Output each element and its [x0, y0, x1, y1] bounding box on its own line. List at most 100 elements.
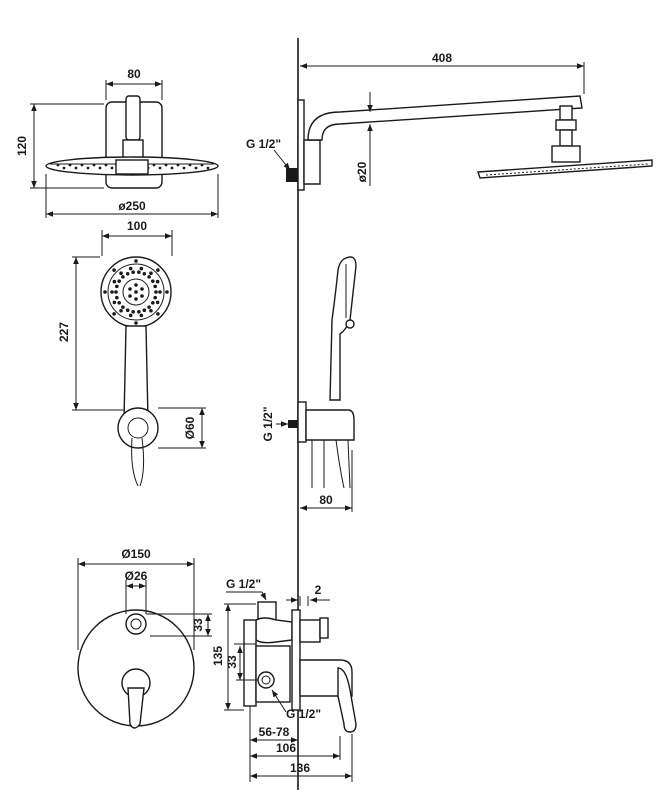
nozzle-dot	[188, 163, 192, 167]
label-holder-thread: G 1/2"	[261, 406, 275, 441]
nozzle-dot	[182, 166, 186, 170]
nozzle-dot	[147, 305, 151, 309]
nozzle-dot	[134, 290, 138, 294]
nozzle-dot	[128, 313, 133, 318]
nozzle-dot	[147, 275, 151, 279]
nozzle-dot	[194, 166, 198, 170]
nozzle-dot	[151, 301, 155, 305]
mixer-handle-lever	[127, 687, 145, 729]
nozzle-dot	[104, 163, 108, 167]
nozzle-dot	[128, 266, 133, 271]
dim-arm-diameter: ø20	[355, 161, 369, 182]
nozzle-dot	[68, 163, 72, 167]
nozzle-dot	[140, 287, 144, 291]
valve-outlet	[257, 671, 275, 689]
hand-shower-handle	[123, 325, 149, 421]
nozzle-dot	[125, 272, 130, 276]
nozzle-dot	[131, 309, 135, 314]
shower-head-side	[477, 159, 653, 179]
diverter-knob	[125, 613, 147, 635]
nozzle-dot	[140, 294, 144, 298]
nozzle-dot	[103, 290, 107, 294]
nozzle-dot	[142, 272, 147, 276]
nozzle-dot	[121, 305, 125, 309]
nozzle-dot	[117, 301, 121, 305]
nozzle-dot	[153, 295, 157, 300]
dim-arm-length: 408	[432, 51, 452, 65]
nozzle-dot	[149, 271, 153, 276]
nozzle-dot	[131, 270, 135, 275]
nozzle-dot	[112, 279, 117, 284]
nozzle-dot	[112, 268, 116, 272]
nozzle-dot	[158, 290, 162, 294]
nozzle-dot	[119, 271, 123, 276]
dim-hand-length: 227	[57, 322, 71, 342]
nozzle-dot	[206, 166, 210, 170]
nozzle-dot	[110, 166, 114, 170]
nozzle-dot	[80, 163, 84, 167]
dim-head-plate-width: 80	[127, 67, 141, 81]
hand-shower-side-view	[288, 256, 357, 489]
nozzle-dot	[165, 290, 169, 294]
nozzle-dot	[151, 279, 155, 283]
label-valve-thread-bottom: G 1/2"	[286, 707, 321, 721]
nozzle-dot	[115, 284, 119, 289]
nozzle-dot	[128, 287, 132, 291]
dim-hand-width: 100	[127, 219, 147, 233]
label-valve-thread-top: G 1/2"	[226, 577, 261, 591]
hand-shower-front-view	[100, 256, 172, 487]
dim-plaster-gap: 2	[315, 583, 322, 597]
nozzle-dot	[158, 166, 162, 170]
label-wall-thread-top: G 1/2"	[246, 137, 281, 151]
mixer-lever-side	[337, 667, 357, 733]
dim-valve-height: 135	[211, 646, 225, 666]
dim-plate-diameter: Ø150	[121, 547, 151, 561]
nozzle-dot	[134, 321, 138, 325]
dim-head-diameter: ø250	[118, 199, 146, 213]
nozzle-dot	[117, 279, 121, 283]
dim-total-depth: 136	[290, 761, 310, 775]
nozzle-dot	[142, 308, 147, 312]
nozzle-dot	[134, 283, 138, 287]
nozzle-dot	[112, 312, 116, 316]
dim-holder-diameter: Ø60	[183, 416, 197, 439]
dim-valve-offset: 33	[225, 655, 239, 669]
nozzle-dot	[74, 166, 78, 170]
nozzle-dot	[137, 309, 141, 314]
nozzle-dot	[153, 284, 157, 289]
dim-knob-diameter: Ø26	[125, 569, 148, 583]
nozzle-dot	[155, 279, 160, 284]
nozzle-dot	[62, 166, 66, 170]
nozzle-dot	[170, 166, 174, 170]
nozzle-dot	[128, 294, 132, 298]
nozzle-dot	[110, 290, 114, 294]
nozzle-dot	[164, 163, 168, 167]
nozzle-dot	[86, 166, 90, 170]
nozzle-dot	[139, 266, 144, 271]
nozzle-dot	[134, 297, 138, 301]
nozzle-dot	[137, 270, 141, 275]
dim-holder-depth: 80	[319, 493, 333, 507]
overhead-shower-side-view	[286, 95, 653, 191]
nozzle-dot	[155, 300, 160, 305]
nozzle-dot	[119, 308, 123, 313]
overhead-shower-front-view	[45, 95, 219, 189]
wall-holder-front	[117, 407, 159, 449]
nozzle-dot	[176, 163, 180, 167]
dim-mount-depth: 56-78	[259, 725, 290, 739]
nozzle-dot	[152, 163, 156, 167]
nozzle-dot	[139, 313, 144, 318]
nozzle-dot	[112, 300, 117, 305]
nozzle-dot	[125, 308, 130, 312]
nozzle-dot	[92, 163, 96, 167]
nozzle-dot	[114, 290, 118, 294]
nozzle-dot	[115, 295, 119, 300]
mixer-front-view	[77, 609, 195, 729]
nozzle-dot	[134, 259, 138, 263]
nozzle-dot	[149, 308, 153, 313]
dim-knob-offset: 33	[191, 618, 205, 632]
nozzle-dot	[56, 163, 60, 167]
nozzle-dot	[121, 275, 125, 279]
nozzle-dot	[156, 268, 160, 272]
nozzle-dot	[156, 312, 160, 316]
